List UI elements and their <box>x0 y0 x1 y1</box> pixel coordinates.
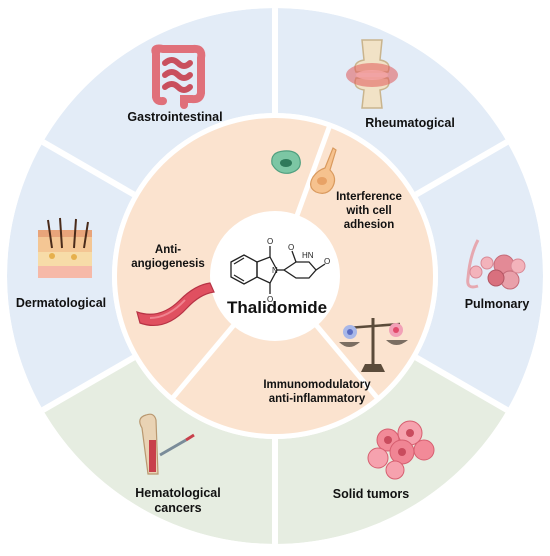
thalidomide-molecule-icon <box>230 246 326 294</box>
svg-text:O: O <box>267 295 273 304</box>
inner-label-immunomodulatory: Immunomodulatory anti-inflammatory <box>263 379 371 405</box>
blood-vessel-icon <box>136 282 215 327</box>
center-label: Thalidomide <box>227 298 328 317</box>
molecule-atoms: O O N HN O O <box>267 237 330 304</box>
outer-divider <box>32 134 136 198</box>
outer-divider <box>414 354 518 418</box>
joint-icon <box>346 39 398 109</box>
outer-label-dermatological: Dermatological <box>15 296 107 310</box>
svg-text:O: O <box>324 257 330 266</box>
svg-text:N: N <box>272 266 278 275</box>
svg-text:O: O <box>288 243 294 252</box>
svg-text:O: O <box>267 237 273 246</box>
outer-sector-rheumatogical <box>275 8 508 195</box>
outer-label-solid-tumors: Solid tumors <box>332 487 410 501</box>
inner-divider <box>312 321 380 401</box>
outer-divider <box>414 134 518 198</box>
center-circle <box>210 211 340 341</box>
outer-label-hematological-cancers: Hematological cancers <box>135 486 221 515</box>
svg-text:HN: HN <box>302 251 314 260</box>
bone-syringe-icon <box>139 413 195 475</box>
outer-divider <box>32 354 136 418</box>
outer-sector-hematological <box>42 357 275 544</box>
scales-icon <box>339 318 408 372</box>
inner-label-anti-angiogenesis: Anti- angiogenesis <box>131 244 205 270</box>
tumor-cells-icon <box>367 420 435 480</box>
cell-adhesion-icon <box>271 147 337 194</box>
inner-ring <box>112 113 438 439</box>
inner-label-cell-adhesion: Interference with cell adhesion <box>336 191 402 231</box>
outer-label-pulmonary: Pulmonary <box>464 297 530 311</box>
outer-label-gastrointestinal: Gastrointestinal <box>127 110 223 124</box>
inner-divider <box>170 321 238 401</box>
inner-divider <box>293 124 333 219</box>
lungs-alveoli-icon <box>466 239 526 290</box>
skin-layers-icon <box>38 217 92 278</box>
outer-label-rheumatogical: Rheumatogical <box>365 116 455 130</box>
intestine-icon <box>151 44 206 109</box>
